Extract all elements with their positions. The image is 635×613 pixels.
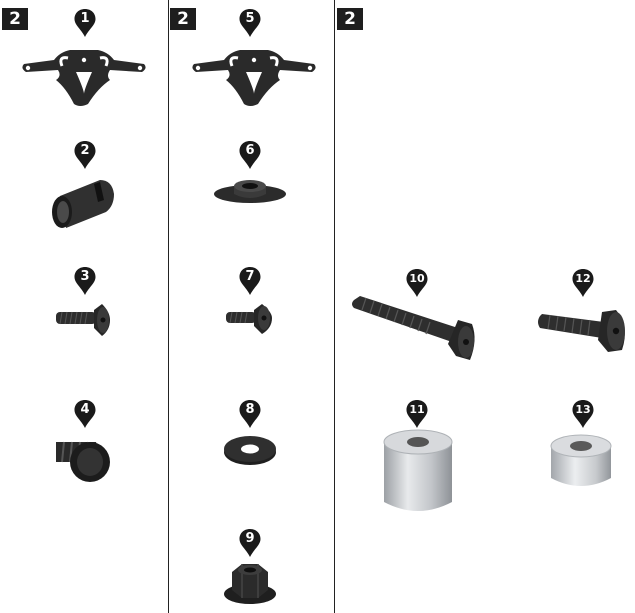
part-number-pin: 1 bbox=[73, 8, 97, 38]
part-number-pin: 10 bbox=[405, 268, 429, 298]
part-number-pin: 6 bbox=[238, 140, 262, 170]
flat-washer-icon bbox=[224, 436, 276, 465]
part-number-pin: 8 bbox=[238, 399, 262, 429]
column-badge: 2 bbox=[2, 8, 28, 30]
flanged-washer-icon bbox=[214, 180, 286, 203]
part-number-pin: 9 bbox=[238, 528, 262, 558]
part-number-pin: 13 bbox=[571, 399, 595, 429]
countersunk-bolt-icon bbox=[226, 304, 272, 334]
tall-spacer-icon bbox=[383, 429, 453, 511]
part-number-pin: 4 bbox=[73, 399, 97, 429]
sleeve-bushing-icon bbox=[52, 180, 114, 228]
column-divider bbox=[334, 0, 335, 613]
countersunk-bolt-icon bbox=[538, 310, 625, 352]
column-divider bbox=[168, 0, 169, 613]
part-number-pin: 11 bbox=[405, 399, 429, 429]
part-number-pin: 2 bbox=[73, 140, 97, 170]
part-number-pin: 3 bbox=[73, 266, 97, 296]
mounting-bracket-icon bbox=[192, 50, 316, 106]
column-badge: 2 bbox=[337, 8, 363, 30]
tube-end-plug-icon bbox=[56, 441, 110, 482]
part-number-pin: 5 bbox=[238, 8, 262, 38]
mounting-bracket-icon bbox=[22, 50, 146, 106]
flange-nut-icon bbox=[224, 564, 276, 604]
countersunk-bolt-icon bbox=[56, 304, 110, 336]
part-number-pin: 12 bbox=[571, 268, 595, 298]
part-number-pin: 7 bbox=[238, 266, 262, 296]
long-countersunk-bolt-icon bbox=[352, 296, 475, 360]
short-spacer-icon bbox=[550, 434, 612, 486]
column-badge: 2 bbox=[170, 8, 196, 30]
